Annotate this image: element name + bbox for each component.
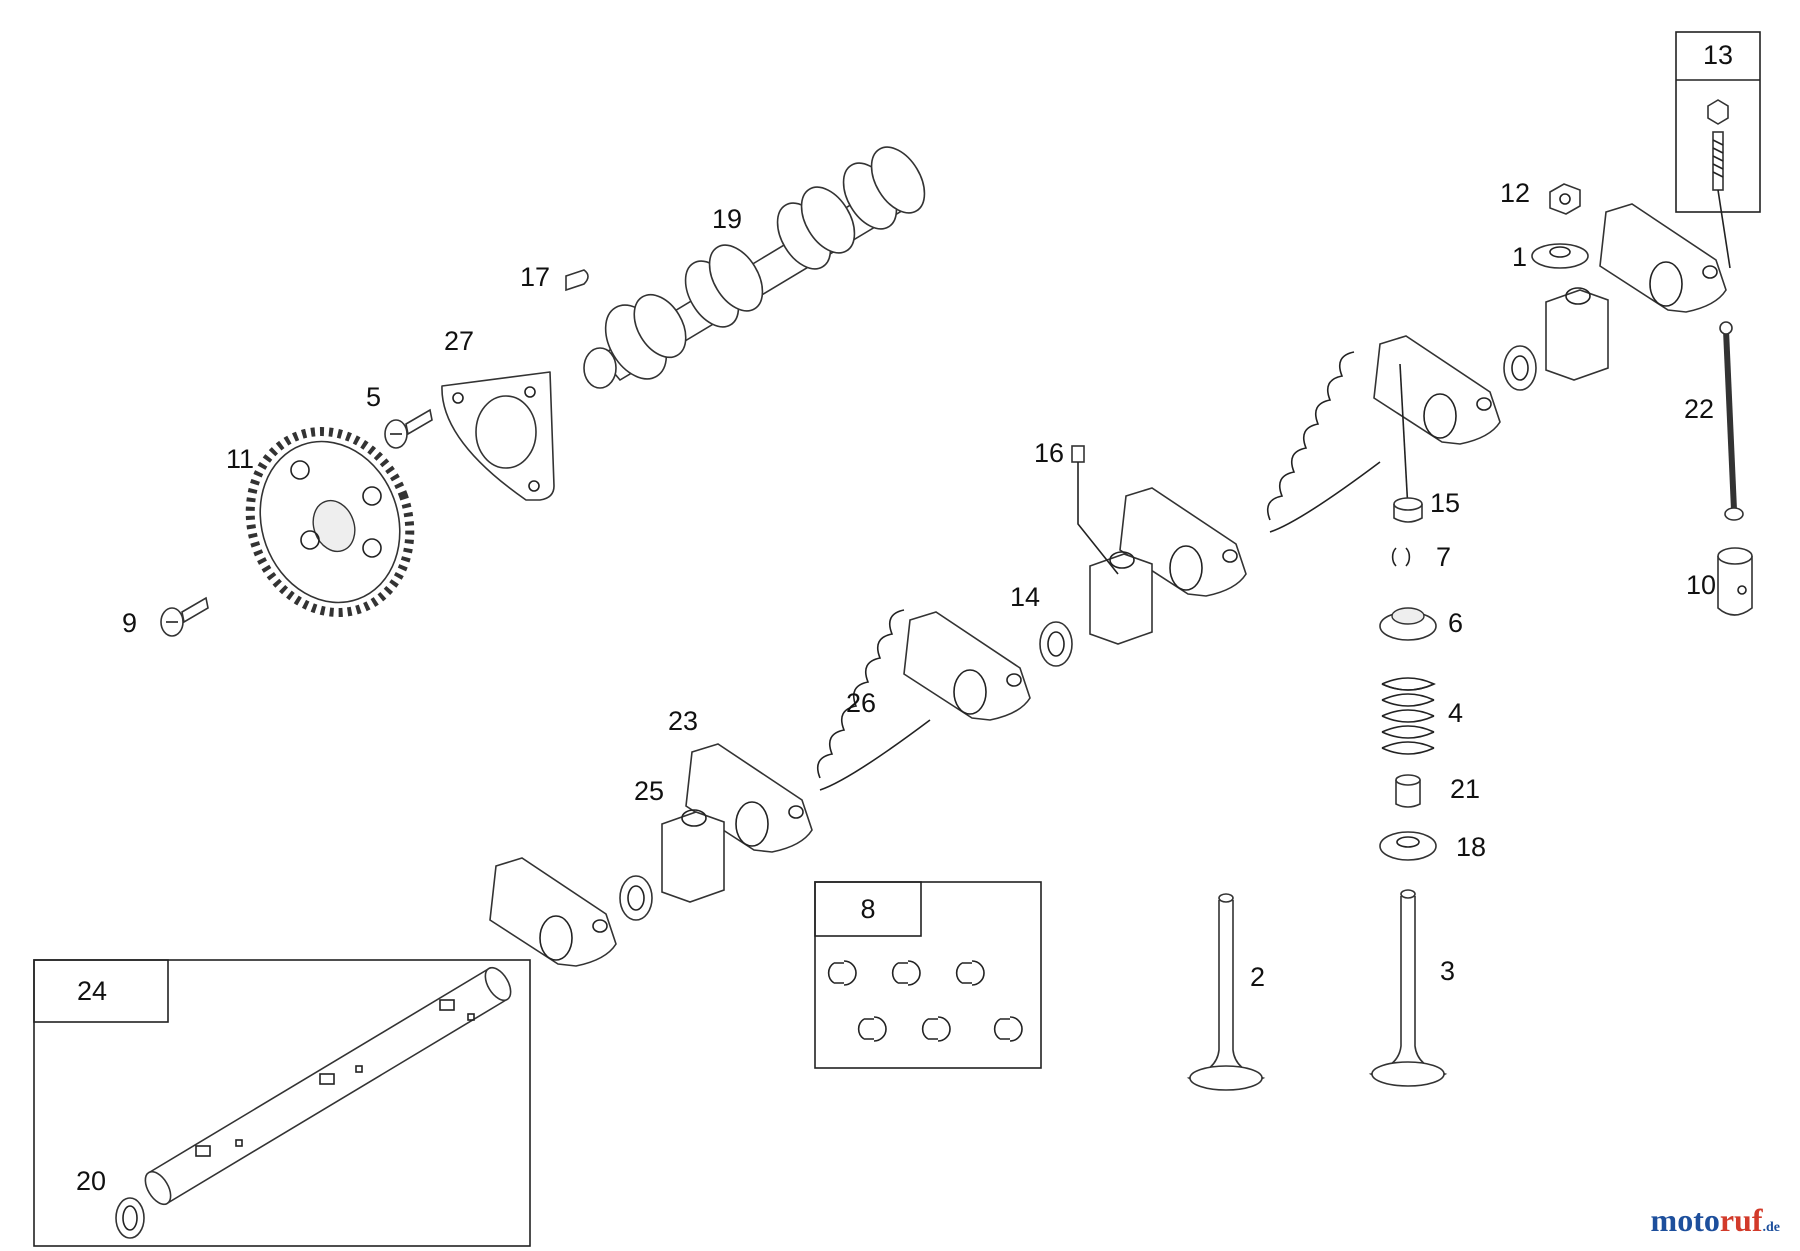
callout-20: 20 xyxy=(76,1166,106,1196)
cam-gear xyxy=(245,427,415,617)
callout-2: 2 xyxy=(1250,962,1265,992)
callout-17: 17 xyxy=(520,262,550,292)
intake-valve xyxy=(1186,893,1266,1091)
callout-22: 22 xyxy=(1684,394,1714,424)
adjusting-screw-and-nut xyxy=(1707,99,1729,191)
callout-15: 15 xyxy=(1430,488,1460,518)
box-24-label: 24 xyxy=(77,976,107,1006)
callout-9: 9 xyxy=(122,608,137,638)
callout-3: 3 xyxy=(1440,956,1455,986)
valve-keeper xyxy=(1391,547,1411,567)
callout-27: 27 xyxy=(444,326,474,356)
box-13-frame xyxy=(1675,31,1761,213)
callout-14: 14 xyxy=(1010,582,1040,612)
shaft-washer-c xyxy=(1503,345,1537,391)
group-box-24: 24 xyxy=(33,959,531,1247)
nut-12 xyxy=(1549,183,1581,215)
valve-keepers-set xyxy=(827,960,1023,1042)
thrust-plate xyxy=(441,371,555,501)
rocker-arm-e xyxy=(1373,335,1501,445)
callout-19: 19 xyxy=(712,204,742,234)
callout-11: 11 xyxy=(226,444,254,474)
rocker-support-a xyxy=(661,809,725,903)
group-box-13: 13 xyxy=(1675,31,1761,269)
callout-7: 7 xyxy=(1436,542,1451,572)
rocker-support-c xyxy=(1545,287,1609,381)
exhaust-valve xyxy=(1368,889,1448,1087)
rocker-arm-a xyxy=(489,857,617,967)
bolt-9 xyxy=(160,596,209,637)
box-24-header xyxy=(33,959,169,1023)
oil-pin xyxy=(1071,445,1119,575)
callout-5: 5 xyxy=(366,382,381,412)
callout-1: 1 xyxy=(1512,242,1527,272)
watermark-brand-a: moto xyxy=(1650,1202,1720,1238)
callout-4: 4 xyxy=(1448,698,1463,728)
callout-23: 23 xyxy=(668,706,698,736)
bolt-5 xyxy=(384,408,433,449)
tappet xyxy=(1717,547,1753,616)
box-8-frame xyxy=(814,881,1042,1069)
rocker-shaft xyxy=(144,966,512,1206)
callout-25: 25 xyxy=(634,776,664,806)
spring-seat xyxy=(1379,831,1437,861)
valve-seal xyxy=(1395,774,1421,808)
spring-retainer xyxy=(1379,607,1437,641)
callout-6: 6 xyxy=(1448,608,1463,638)
callout-18: 18 xyxy=(1456,832,1486,862)
callout-21: 21 xyxy=(1450,774,1480,804)
group-box-8: 8 xyxy=(814,881,1042,1069)
valve-cap xyxy=(1393,497,1423,523)
valve-spring xyxy=(1381,677,1436,755)
box-8-header xyxy=(814,881,922,937)
callout-12: 12 xyxy=(1500,178,1530,208)
watermark-tld: .de xyxy=(1762,1220,1781,1235)
box-13-label: 13 xyxy=(1703,40,1733,70)
shaft-spring-b xyxy=(1266,351,1381,533)
box-8-label: 8 xyxy=(860,894,875,924)
box-24-frame xyxy=(33,959,531,1247)
callout-26: 26 xyxy=(846,688,876,718)
callout-16: 16 xyxy=(1034,438,1064,468)
watermark-logo: motoruf.de xyxy=(1651,1202,1780,1239)
woodruff-key xyxy=(565,269,589,292)
box-13-leader xyxy=(1717,189,1731,269)
push-rod xyxy=(1719,321,1744,521)
camshaft xyxy=(583,146,926,389)
watermark-brand-b: ruf xyxy=(1719,1202,1763,1238)
shaft-spring-a xyxy=(816,609,931,791)
rocker-arm-c xyxy=(903,611,1031,721)
rocker-arm-f xyxy=(1599,203,1727,313)
snap-ring xyxy=(115,1197,145,1239)
rocker-support-b xyxy=(1089,551,1153,645)
shaft-washer-b xyxy=(1039,621,1073,667)
stack-leader-15 xyxy=(1399,363,1409,511)
shaft-washer-a xyxy=(619,875,653,921)
washer-1 xyxy=(1531,243,1589,269)
callout-10: 10 xyxy=(1686,570,1716,600)
